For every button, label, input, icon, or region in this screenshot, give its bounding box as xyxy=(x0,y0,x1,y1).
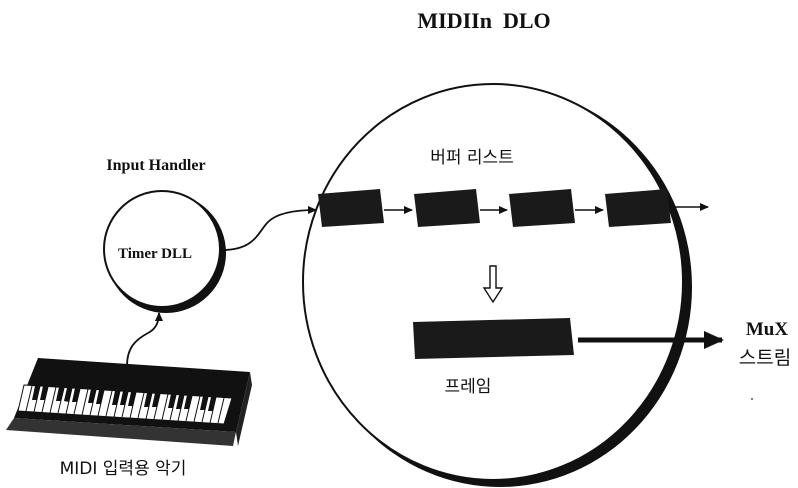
frame-block xyxy=(413,318,574,359)
stream-label: 스트림 xyxy=(739,347,791,369)
buffer-block xyxy=(509,189,575,227)
timer-dll-label: Timer DLL xyxy=(118,246,192,262)
buffer-list xyxy=(318,189,709,227)
input-handler-label: Input Handler xyxy=(106,157,205,174)
midi-keyboard-icon xyxy=(6,358,252,446)
buffer-block xyxy=(318,189,384,227)
mux-label: MuX xyxy=(746,319,789,340)
keyboard-black-keys xyxy=(32,386,216,411)
input-to-buffer-arrow xyxy=(221,206,317,251)
keyboard-to-handler-arrow xyxy=(126,312,163,367)
keyboard-label: MIDI 입력용 악기 xyxy=(60,459,187,479)
buffer-block xyxy=(414,189,480,227)
buffer-list-label: 버퍼 리스트 xyxy=(430,148,514,168)
dlo-circle xyxy=(302,83,692,487)
input-handler-circle xyxy=(103,190,226,313)
decorative-dot xyxy=(751,398,753,400)
buffer-block xyxy=(605,189,671,227)
hollow-down-arrow-icon xyxy=(482,265,504,304)
frame-label: 프레임 xyxy=(445,377,492,397)
diagram-title: MIDIIn DLO xyxy=(417,8,550,33)
